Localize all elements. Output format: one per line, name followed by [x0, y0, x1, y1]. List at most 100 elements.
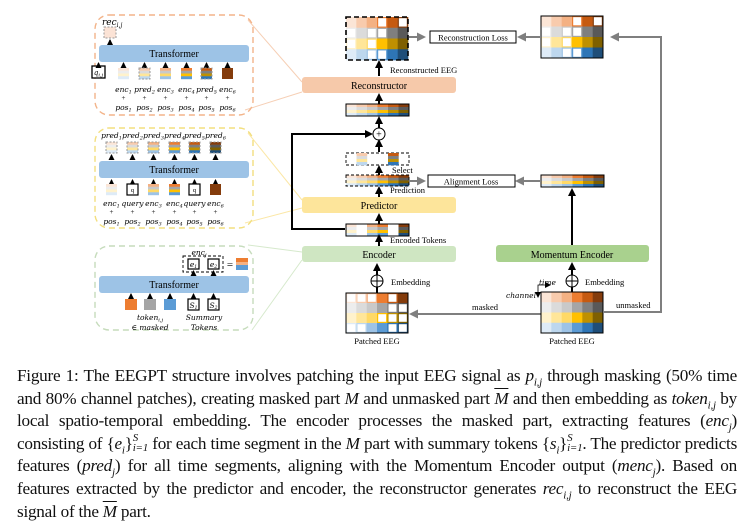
- encoded-tokens-label: Encoded Tokens: [390, 235, 446, 245]
- eeg-patch: [356, 38, 367, 50]
- eeg-patch: [346, 17, 357, 29]
- eeg-patch: [356, 313, 367, 324]
- pos-label: pos4: [166, 217, 182, 228]
- token-label: enc6: [219, 85, 236, 96]
- transformer-block: [99, 161, 249, 178]
- eeg-patch: [377, 293, 388, 304]
- reconstructor-detail-panel: reci,j Transformer qi,jenc1+pos1pred2+po…: [91, 14, 254, 116]
- eeg-patch: [551, 47, 562, 59]
- eeg-patch: [397, 49, 409, 61]
- svg-text:q: q: [131, 187, 135, 194]
- eeg-patch: [592, 47, 604, 59]
- summary-token-s2: [207, 298, 220, 311]
- eeg-patch: [582, 292, 593, 303]
- enc-j-result-patch: [236, 258, 248, 270]
- eeg-patch: [582, 322, 593, 334]
- select-label: Select: [392, 165, 413, 175]
- eeg-patch: [561, 322, 573, 334]
- token-label: query: [122, 199, 145, 208]
- patched-eeg-label-right: Patched EEG: [549, 336, 595, 346]
- eeg-patch: [346, 313, 357, 324]
- transformer-label: Transformer: [149, 49, 199, 60]
- eeg-patch: [356, 17, 367, 29]
- selected-tokens-strip: [356, 153, 399, 166]
- figure-caption: Figure 1: The EEGPT structure involves p…: [17, 366, 738, 521]
- pos-label: pos6: [207, 217, 224, 228]
- eeg-patch: [356, 27, 367, 39]
- enc-j-label: encj: [191, 248, 206, 259]
- eeg-patch: [366, 303, 378, 314]
- reconstructor-module: [302, 77, 456, 93]
- eeg-patch: [582, 37, 593, 48]
- eeg-patch: [592, 37, 604, 48]
- embedding-label-right: Embedding: [585, 277, 625, 287]
- eeg-patch: [387, 17, 398, 29]
- pos-label: pos1: [115, 103, 131, 114]
- eeg-patch: [397, 27, 409, 39]
- summary-token-s1: [187, 298, 200, 311]
- svg-text:+: +: [110, 208, 114, 216]
- encoder-detail-panel: encj e1 e2 = Transformer S1 S2 tokeni,j …: [94, 245, 254, 332]
- eeg-patch: [541, 302, 552, 313]
- eeg-patch: [377, 38, 388, 50]
- eeg-patch: [572, 302, 583, 313]
- eeg-patch: [572, 312, 583, 324]
- pos-label: pos3: [157, 103, 173, 114]
- eeg-patch: [582, 16, 593, 27]
- svg-text:S1: S1: [189, 301, 197, 311]
- eeg-patch: [582, 26, 593, 38]
- alignment-loss-box: [427, 174, 516, 188]
- encoder-label: Encoder: [362, 250, 396, 261]
- transformer-block: [99, 45, 249, 62]
- prediction-strip: [346, 175, 410, 187]
- svg-text:+: +: [164, 94, 168, 102]
- token-label: enc1: [103, 199, 120, 210]
- rec-output-patch: [103, 26, 117, 39]
- pred-output-label: pred4: [164, 131, 185, 142]
- reconstruction-loss-box: [429, 30, 517, 44]
- eeg-patch: [582, 312, 593, 324]
- eeg-patch: [366, 323, 378, 334]
- eeg-patch: [397, 293, 409, 304]
- pos-label: pos5: [198, 103, 214, 114]
- pred-output-label: pred2: [122, 131, 143, 142]
- unmasked-path: [603, 32, 662, 313]
- eeg-patch: [366, 17, 378, 29]
- eeg-patch: [377, 303, 388, 314]
- eeg-patch: [592, 322, 604, 334]
- reconstructed-eeg-grid: [346, 17, 409, 61]
- eeg-patch: [346, 303, 357, 314]
- reconstructed-eeg-label: Reconstructed EEG: [390, 65, 457, 75]
- pos-label: pos2: [136, 103, 152, 114]
- svg-text:S2: S2: [209, 301, 217, 311]
- eeg-patch: [346, 49, 357, 61]
- equals-sign: =: [227, 259, 233, 271]
- eeg-patch: [356, 303, 367, 314]
- svg-text:qi,j: qi,j: [94, 69, 104, 79]
- token-ij-label: tokeni,j: [137, 313, 164, 324]
- masked-token-orange: [125, 299, 137, 310]
- eeg-patch: [592, 302, 604, 313]
- eeg-patch: [561, 312, 573, 324]
- svg-text:+: +: [205, 94, 209, 102]
- patched-eeg-label-left: Patched EEG: [354, 336, 400, 346]
- svg-text:+: +: [185, 94, 189, 102]
- alignment-loss-label: Alignment Loss: [444, 177, 499, 187]
- eeg-patch: [377, 323, 388, 334]
- eeg-patch: [541, 16, 552, 27]
- eeg-patch: [582, 302, 593, 313]
- eeg-patch: [541, 292, 552, 303]
- token-label: enc3: [157, 85, 174, 96]
- eeg-patch: [592, 26, 604, 38]
- eeg-patch: [572, 37, 583, 48]
- encoder-skip-connection: [291, 130, 373, 230]
- panel-connector-lines: [244, 19, 303, 331]
- pos-label: pos5: [186, 217, 202, 228]
- svg-text:+: +: [376, 130, 382, 141]
- reconstructor-label: Reconstructor: [351, 81, 408, 92]
- combined-tokens-strip: [345, 103, 410, 117]
- prediction-label: Prediction: [390, 185, 426, 195]
- predictor-label: Predictor: [361, 201, 398, 212]
